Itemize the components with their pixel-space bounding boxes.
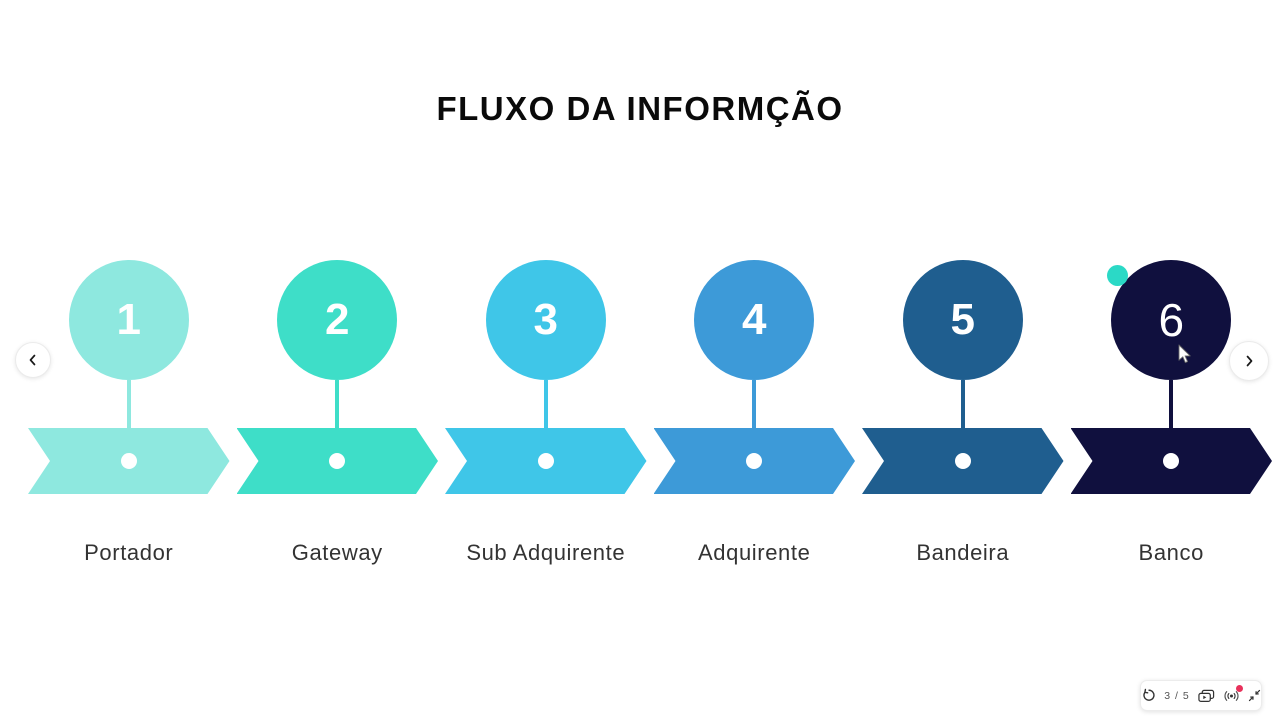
flow-step-5: 5 Bandeira [862, 260, 1064, 566]
flow-step-6: 6 Banco [1071, 260, 1273, 566]
step-number: 1 [116, 295, 141, 344]
step-circle: 4 [694, 260, 815, 380]
slides-play-icon [1198, 689, 1215, 703]
broadcast-button[interactable] [1223, 684, 1243, 703]
step-label: Sub Adquirente [466, 540, 626, 565]
step-circle: 5 [902, 260, 1023, 380]
step-stem [960, 380, 965, 428]
step-label: Banco [1138, 540, 1204, 565]
arrow-band-segment [1071, 428, 1273, 494]
step-stem [335, 380, 340, 428]
band-dot [121, 453, 137, 469]
step-number: 6 [1158, 294, 1185, 346]
step-stem [752, 380, 757, 428]
present-button[interactable] [1198, 689, 1215, 703]
page-indicator: 3 / 5 [1164, 689, 1190, 702]
arrow-band-segment [28, 428, 230, 494]
collapse-button[interactable] [1248, 689, 1261, 702]
band-dot [746, 453, 762, 469]
band-dot [955, 453, 971, 469]
arrow-band-segment [862, 428, 1064, 494]
prev-slide-button[interactable] [15, 342, 51, 378]
step-label: Portador [84, 540, 174, 565]
step-circle: 3 [485, 260, 606, 380]
step-stem [1169, 380, 1174, 428]
flow-diagram: 1 Portador 2 Gateway 3 [28, 260, 1272, 566]
chevron-left-icon [27, 354, 39, 366]
flow-step-1: 1 Portador [28, 260, 230, 566]
step-label: Adquirente [698, 540, 811, 565]
flow-step-4: 4 Adquirente [654, 260, 856, 566]
restart-button[interactable] [1141, 688, 1156, 703]
collapse-arrows-icon [1248, 689, 1261, 702]
slide-title: FLUXO DA INFORMÇÃO [436, 90, 844, 127]
band-dot [329, 453, 345, 469]
accent-dot [1107, 265, 1128, 286]
step-label: Gateway [291, 540, 383, 565]
step-number: 3 [533, 295, 558, 344]
arrow-band-segment [654, 428, 856, 494]
step-label: Bandeira [916, 540, 1010, 565]
step-circle: 2 [277, 260, 398, 380]
step-circle: 6 [1111, 260, 1232, 380]
step-number: 4 [742, 295, 767, 344]
arrow-band-segment [445, 428, 647, 494]
step-circle: 1 [68, 260, 189, 380]
arrow-band-segment [237, 428, 439, 494]
step-number: 5 [950, 295, 975, 344]
step-stem [543, 380, 548, 428]
presenter-toolbar: 3 / 5 [1140, 680, 1262, 711]
next-slide-button[interactable] [1229, 341, 1269, 381]
step-stem [126, 380, 131, 428]
step-number: 2 [325, 295, 350, 344]
restart-icon [1141, 688, 1156, 703]
band-dot [538, 453, 554, 469]
flow-step-2: 2 Gateway [237, 260, 439, 566]
chevron-right-icon [1243, 355, 1255, 367]
band-dot [1163, 453, 1179, 469]
live-broadcast-icon [1223, 689, 1240, 703]
flow-step-3: 3 Sub Adquirente [445, 260, 647, 566]
notification-badge [1235, 684, 1243, 692]
